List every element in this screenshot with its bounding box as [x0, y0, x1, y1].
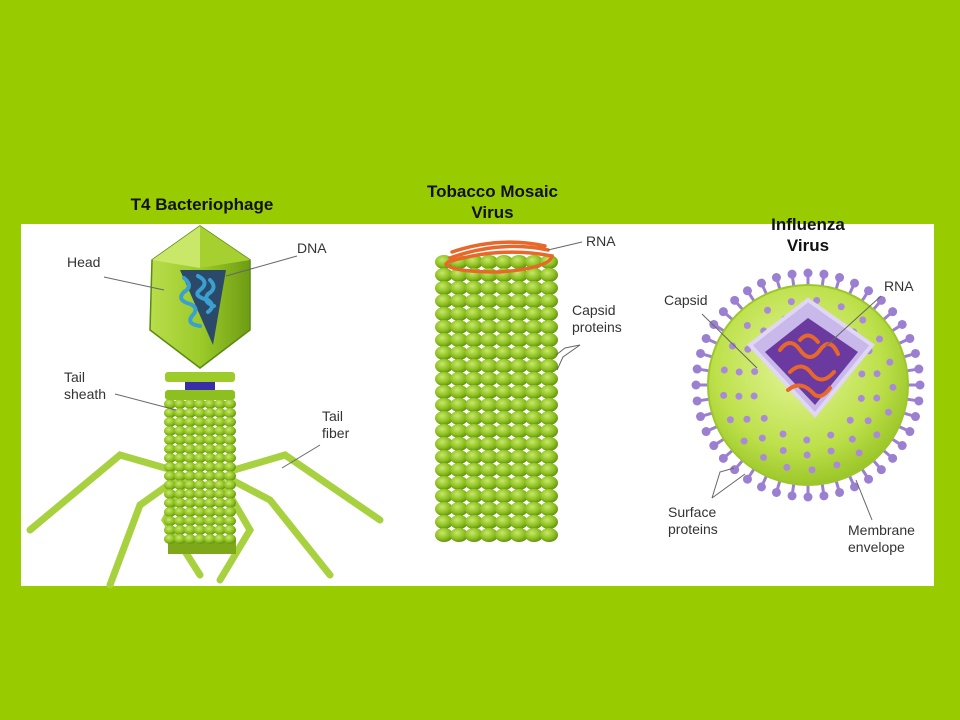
label-tmv-rna: RNA: [586, 233, 616, 249]
label-membrane-envelope: Membrane envelope: [848, 522, 915, 555]
t4-title: T4 Bacteriophage: [130, 195, 274, 214]
label-capsid-proteins: Capsid proteins: [572, 302, 622, 335]
tmv-title: Tobacco Mosaic Virus: [427, 182, 558, 222]
influenza-title: Influenza Virus: [771, 215, 845, 255]
label-flu-capsid: Capsid: [664, 292, 708, 308]
influenza-virus: [691, 268, 925, 502]
t4-bacteriophage: [26, 225, 384, 589]
label-tail-sheath: Tail sheath: [64, 369, 107, 402]
t4-dna-strand: [179, 274, 216, 328]
tmv-capsid-rod: [435, 255, 558, 542]
t4-tail-sheath: [164, 399, 236, 544]
label-flu-rna: RNA: [884, 278, 914, 294]
label-dna: DNA: [297, 240, 327, 256]
t4-collar: [165, 372, 235, 382]
t4-neck: [185, 382, 215, 390]
leader-lines: [103, 241, 882, 521]
label-surface-proteins: Surface proteins: [668, 504, 718, 537]
label-head: Head: [67, 254, 101, 270]
tobacco-mosaic-virus: [435, 240, 558, 542]
tmv-rna-coil: [444, 240, 555, 274]
flu-rna-strand: [778, 333, 840, 399]
label-tail-fiber: Tail fiber: [322, 408, 350, 441]
